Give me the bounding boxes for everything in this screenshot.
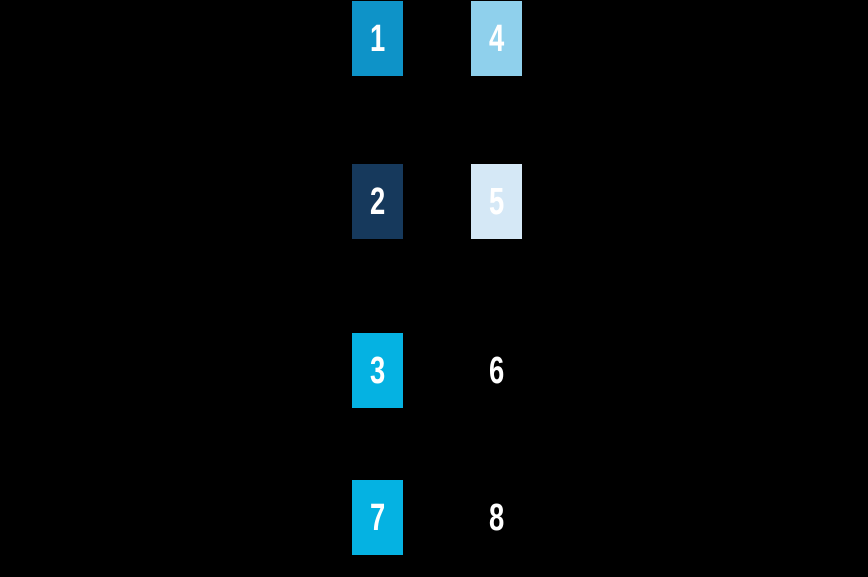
swatch-5-label: 5 — [488, 180, 505, 223]
swatch-3: 3 — [352, 333, 403, 408]
swatch-7-label: 7 — [369, 496, 386, 539]
swatch-8-label: 8 — [488, 496, 505, 539]
swatch-3-label: 3 — [369, 349, 386, 392]
swatch-7: 7 — [352, 480, 403, 555]
swatch-2-label: 2 — [369, 180, 386, 223]
swatch-6-label: 6 — [488, 349, 505, 392]
swatch-1-label: 1 — [369, 17, 386, 60]
swatch-6: 6 — [471, 333, 522, 408]
swatch-8: 8 — [471, 480, 522, 555]
swatch-5: 5 — [471, 164, 522, 239]
swatch-4-label: 4 — [488, 17, 505, 60]
swatch-2: 2 — [352, 164, 403, 239]
swatch-1: 1 — [352, 1, 403, 76]
swatch-4: 4 — [471, 1, 522, 76]
